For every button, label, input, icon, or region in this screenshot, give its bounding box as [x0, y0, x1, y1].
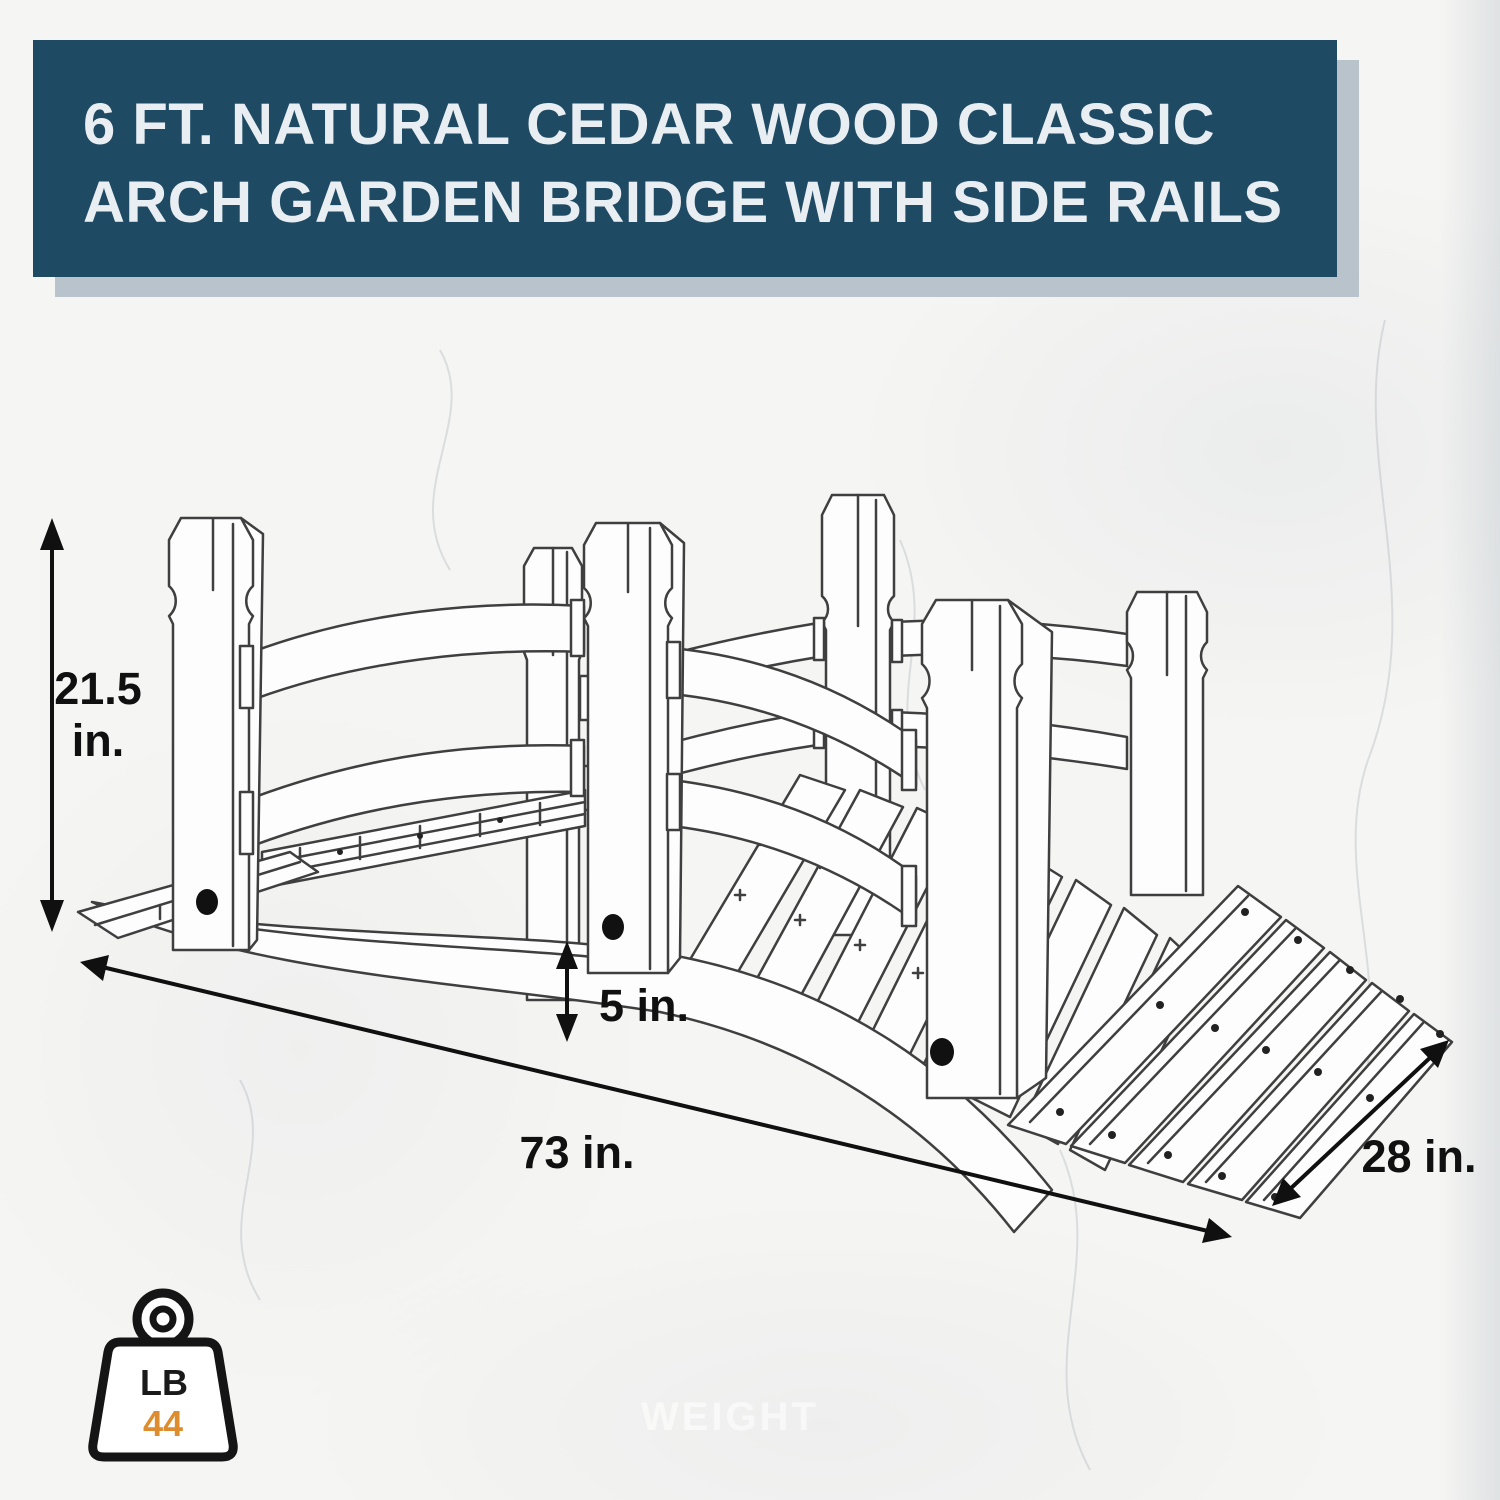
near-center-post-edge-lines — [626, 522, 652, 971]
right-ramp-boards — [1006, 884, 1454, 1220]
near-left-post-outline — [167, 516, 255, 952]
width-dimension-label: 28 in. — [1361, 1131, 1476, 1182]
left-deck-slats — [260, 788, 587, 890]
near-right-post-edge-lines — [970, 599, 1002, 1096]
bolt-dot — [602, 914, 624, 940]
near-rail-brackets — [238, 598, 918, 928]
bolt-dot — [196, 889, 218, 915]
marble-veins — [239, 319, 1394, 1471]
post-bolt-dots — [196, 889, 954, 1066]
dimension-annotations: 21.5 in. 73 in. 5 in. 28 in. — [40, 518, 1477, 1243]
height-dimension-value: 21.5 — [54, 663, 142, 714]
title-banner: 6 FT. NATURAL CEDAR WOOD CLASSIC ARCH GA… — [33, 40, 1337, 277]
width-dimension-line — [1286, 1052, 1436, 1193]
weight-badge: LB 44 — [88, 1288, 238, 1462]
deck-skirt — [90, 900, 1054, 1234]
bridge-drawing — [76, 493, 1454, 1234]
near-right-post-outline — [920, 598, 1024, 1100]
weight-watermark: WEIGHT — [641, 1395, 819, 1439]
left-slat-nail — [417, 833, 423, 839]
height-dimension-unit: in. — [72, 715, 125, 766]
width-dimension-arrowheads — [1272, 1040, 1449, 1206]
clearance-dimension-label: 5 in. — [599, 980, 689, 1031]
far-right-post-edge-lines — [1165, 590, 1188, 893]
length-dimension-line — [97, 964, 1213, 1234]
right-ramp-board-inner-lines — [1028, 894, 1425, 1202]
left-slat-nail — [337, 849, 343, 855]
deck-skirt-band — [90, 900, 1054, 1234]
bolt-dot — [930, 1038, 954, 1066]
near-left-post — [167, 516, 265, 952]
near-center-post — [582, 521, 686, 975]
right-ramp-nails — [1056, 908, 1444, 1201]
near-right-post — [920, 598, 1054, 1100]
width-dimension: 28 in. — [1272, 1040, 1477, 1206]
right-ramp — [1006, 884, 1454, 1220]
left-slat-nail — [497, 817, 503, 823]
weight-icon-ring-inner — [149, 1305, 177, 1333]
weight-value: 44 — [143, 1403, 183, 1444]
title-line-1: 6 FT. NATURAL CEDAR WOOD CLASSIC — [83, 92, 1215, 157]
height-dimension: 21.5 in. — [40, 518, 142, 932]
weight-unit-label: LB — [140, 1362, 188, 1403]
far-right-post — [1125, 590, 1209, 897]
title-line-2: ARCH GARDEN BRIDGE WITH SIDE RAILS — [83, 170, 1283, 235]
near-left-post-edge-lines — [211, 517, 235, 948]
clearance-dimension-arrowheads — [556, 941, 578, 1042]
length-dimension: 73 in. — [80, 955, 1232, 1243]
weight-icon-body — [88, 1337, 238, 1462]
clearance-dimension: 5 in. — [556, 941, 689, 1042]
left-deck-slat-lines — [260, 800, 587, 878]
length-dimension-label: 73 in. — [519, 1127, 634, 1178]
